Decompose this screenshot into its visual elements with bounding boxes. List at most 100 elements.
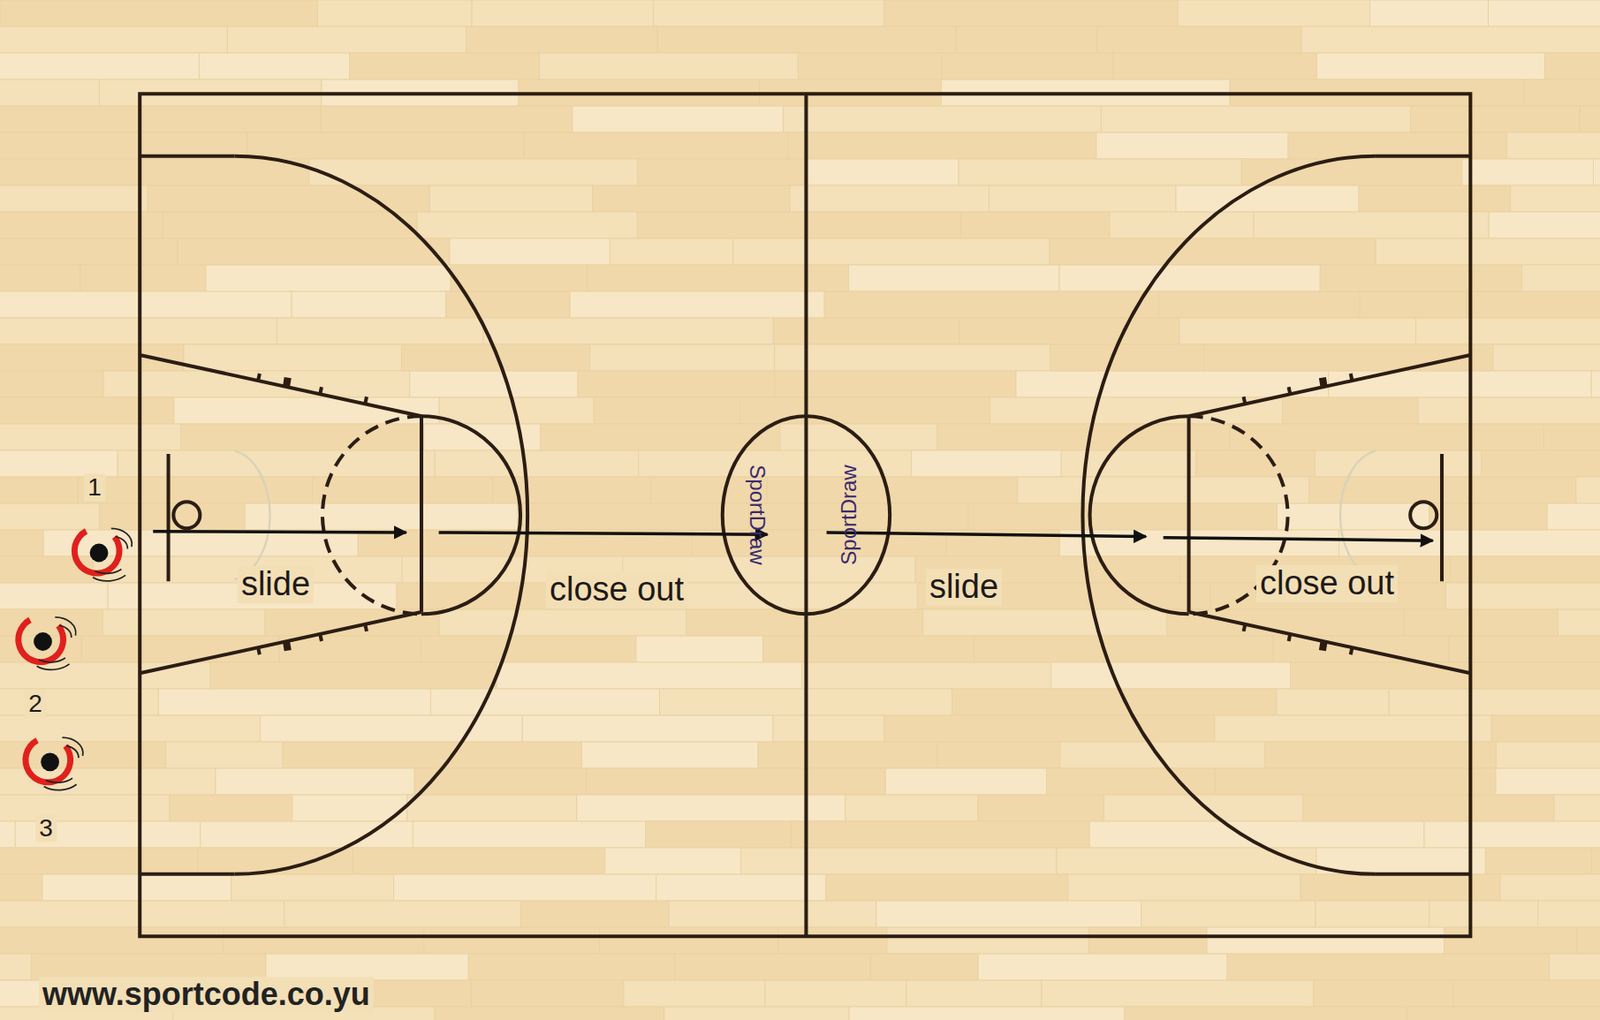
floor-plank	[763, 636, 975, 663]
restricted-arc	[235, 451, 271, 581]
floor-plank	[758, 742, 938, 769]
floor-plank	[1510, 185, 1600, 213]
floor-plank	[210, 662, 497, 690]
floor-plank	[430, 689, 660, 716]
floor-plank	[417, 212, 637, 239]
floor-plank	[247, 132, 524, 160]
free-throw-line	[419, 416, 424, 613]
floor-plank	[0, 106, 321, 133]
floor-plank	[1491, 715, 1600, 743]
floor-plank	[1579, 106, 1600, 133]
floor-plank	[231, 874, 395, 902]
floor-plank	[774, 371, 1017, 398]
floor-plank	[471, 0, 654, 27]
floor-plank	[906, 980, 1042, 1008]
floor-plank	[848, 265, 1060, 292]
floor-plank	[1051, 662, 1291, 690]
floor-plank	[1554, 795, 1600, 822]
lane-line	[1189, 355, 1472, 417]
floor-plank	[320, 106, 572, 133]
floor-plank	[1592, 159, 1600, 186]
floor-plank	[0, 689, 159, 716]
floor-plank	[309, 159, 638, 186]
floor-plank	[284, 901, 522, 928]
floor-plank	[826, 874, 1069, 902]
player-symbol	[22, 737, 83, 791]
player-number: 1	[83, 474, 106, 502]
player-body	[22, 737, 74, 786]
floor-plank	[0, 159, 310, 186]
floor-plank	[0, 901, 285, 928]
floor-plank	[0, 927, 224, 955]
floor-plank	[790, 821, 1090, 849]
floor-plank	[0, 874, 43, 902]
center-circle	[722, 416, 890, 615]
arrow-label: slide	[237, 566, 314, 604]
floor-plank	[1196, 450, 1316, 478]
floor-plank	[1466, 291, 1600, 319]
floor-plank	[849, 1007, 1125, 1020]
lane-hash	[286, 641, 289, 651]
floor-plank	[1301, 26, 1600, 54]
floor-plank	[1488, 212, 1600, 239]
floor-plank	[1418, 397, 1600, 425]
floor-plank	[407, 795, 577, 822]
three-point-arc	[1082, 156, 1375, 875]
floor-plank	[1424, 821, 1600, 849]
court-lines	[15, 93, 1471, 937]
floor-plank	[1410, 106, 1581, 133]
center-watermark: SportDraw	[745, 461, 769, 569]
lane-hash	[319, 386, 322, 395]
floor-plank	[1388, 689, 1600, 716]
floor-plank	[1206, 927, 1445, 955]
floor-plank	[162, 212, 418, 239]
floor-plank	[521, 901, 669, 928]
floor-plank	[1288, 132, 1507, 160]
lane-hash	[257, 647, 260, 655]
floor-plank	[0, 795, 170, 822]
floor-plank	[1124, 1007, 1408, 1020]
free-throw-line	[1187, 416, 1191, 613]
backboard	[166, 454, 171, 582]
player-number: 2	[24, 690, 46, 719]
floor-plank	[169, 795, 293, 822]
floor-plank	[1495, 768, 1600, 796]
floor-plank	[517, 503, 750, 531]
floor-plank	[0, 53, 199, 80]
floor-plank	[656, 874, 827, 902]
floor-plank	[783, 106, 1102, 133]
restricted-arc	[1340, 451, 1376, 581]
floor-plank	[0, 530, 44, 557]
floor-plank	[674, 954, 871, 981]
floor-plank	[0, 848, 199, 875]
floor-plank	[974, 636, 1274, 663]
player-number: 3	[35, 815, 57, 843]
floor-plank	[291, 291, 447, 319]
floor-plank	[1059, 530, 1339, 557]
floor-plank	[523, 132, 789, 160]
floor-plank	[876, 901, 1142, 928]
floor-plank	[1576, 477, 1600, 504]
floor-plank	[0, 238, 178, 266]
floor-plank	[637, 159, 805, 186]
floor-plank	[1214, 768, 1496, 796]
floor-plank	[0, 583, 108, 610]
lane-hash	[257, 373, 260, 381]
floor-plank	[1319, 265, 1522, 292]
lane-hash	[1350, 373, 1353, 381]
floor-plank	[205, 265, 451, 292]
floor-plank	[198, 53, 349, 80]
lane-hash	[286, 378, 289, 387]
floor-plank	[960, 212, 1110, 239]
floor-plank	[590, 344, 775, 372]
floor-plank	[587, 265, 849, 292]
floor-plank	[1159, 291, 1360, 319]
floor-plank	[1050, 344, 1205, 372]
floor-plank	[0, 450, 118, 478]
floor-plank	[774, 344, 1051, 372]
center-watermark: SportDraw	[837, 461, 861, 569]
floor-plank	[1041, 980, 1314, 1008]
floor-plank	[1493, 344, 1600, 372]
